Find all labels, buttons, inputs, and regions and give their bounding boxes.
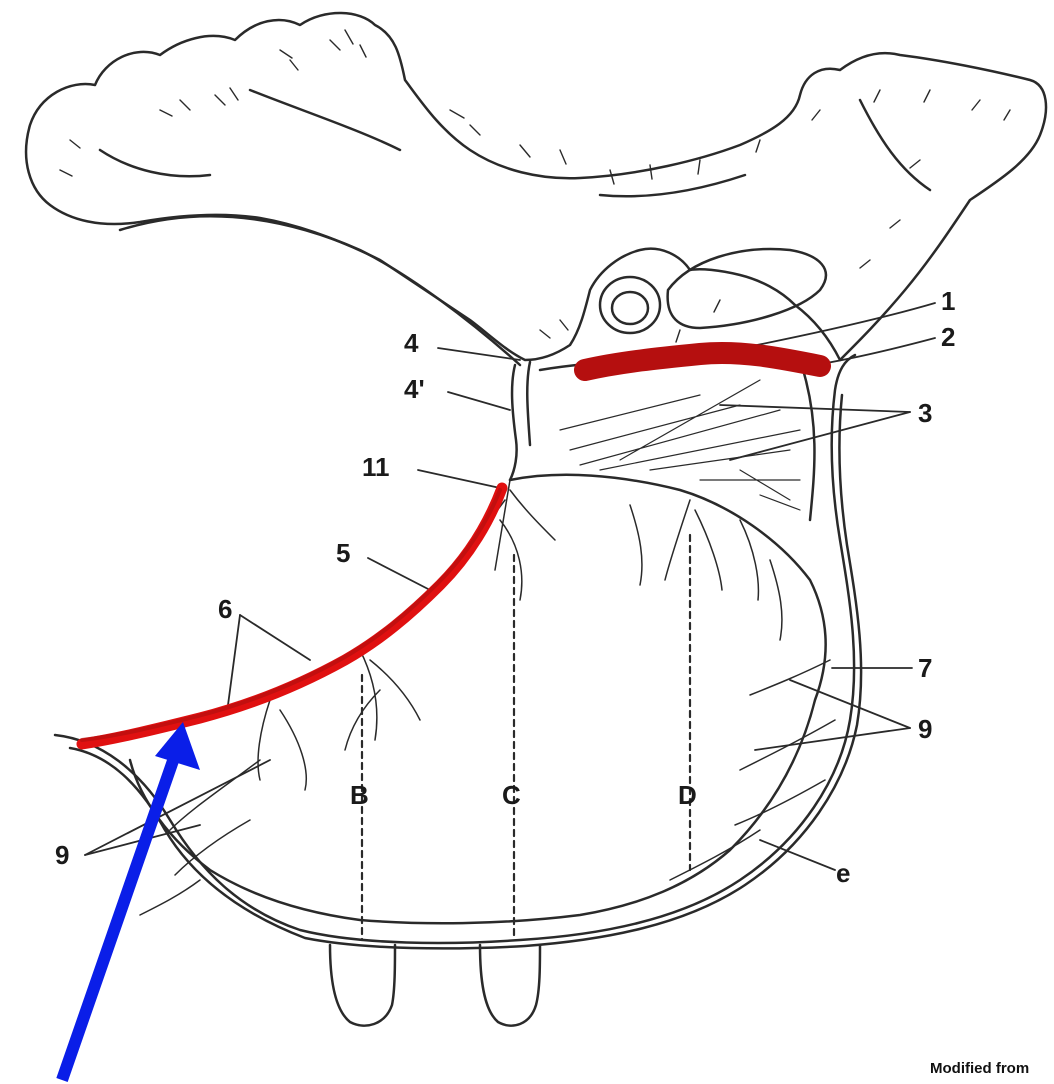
red-highlight-nerve-5	[82, 488, 502, 744]
label-D: D	[678, 782, 697, 808]
leader-3b	[730, 412, 910, 460]
label-2: 2	[941, 324, 955, 350]
label-7: 7	[918, 655, 932, 681]
leader-11	[418, 470, 500, 488]
red-highlight-upper	[585, 353, 820, 370]
label-e: e	[836, 860, 850, 886]
leader-4p	[448, 392, 510, 410]
credit-text: Modified from	[930, 1060, 1029, 1077]
label-C: C	[502, 782, 521, 808]
label-1: 1	[941, 288, 955, 314]
label-5: 5	[336, 540, 350, 566]
bone-outline	[26, 13, 1046, 360]
label-B: B	[350, 782, 369, 808]
leader-3a	[720, 405, 910, 412]
blue-arrow-shaft	[62, 755, 175, 1080]
label-6: 6	[218, 596, 232, 622]
label-9-left: 9	[55, 842, 69, 868]
label-9-right: 9	[918, 716, 932, 742]
label-3: 3	[918, 400, 932, 426]
label-11: 11	[362, 454, 390, 480]
leader-6b	[240, 615, 310, 660]
leader-9r-b	[755, 728, 910, 750]
leader-2	[815, 338, 935, 365]
label-4-prime: 4'	[404, 376, 425, 402]
leader-5	[368, 558, 430, 590]
label-4: 4	[404, 330, 418, 356]
leader-6a	[228, 615, 240, 705]
